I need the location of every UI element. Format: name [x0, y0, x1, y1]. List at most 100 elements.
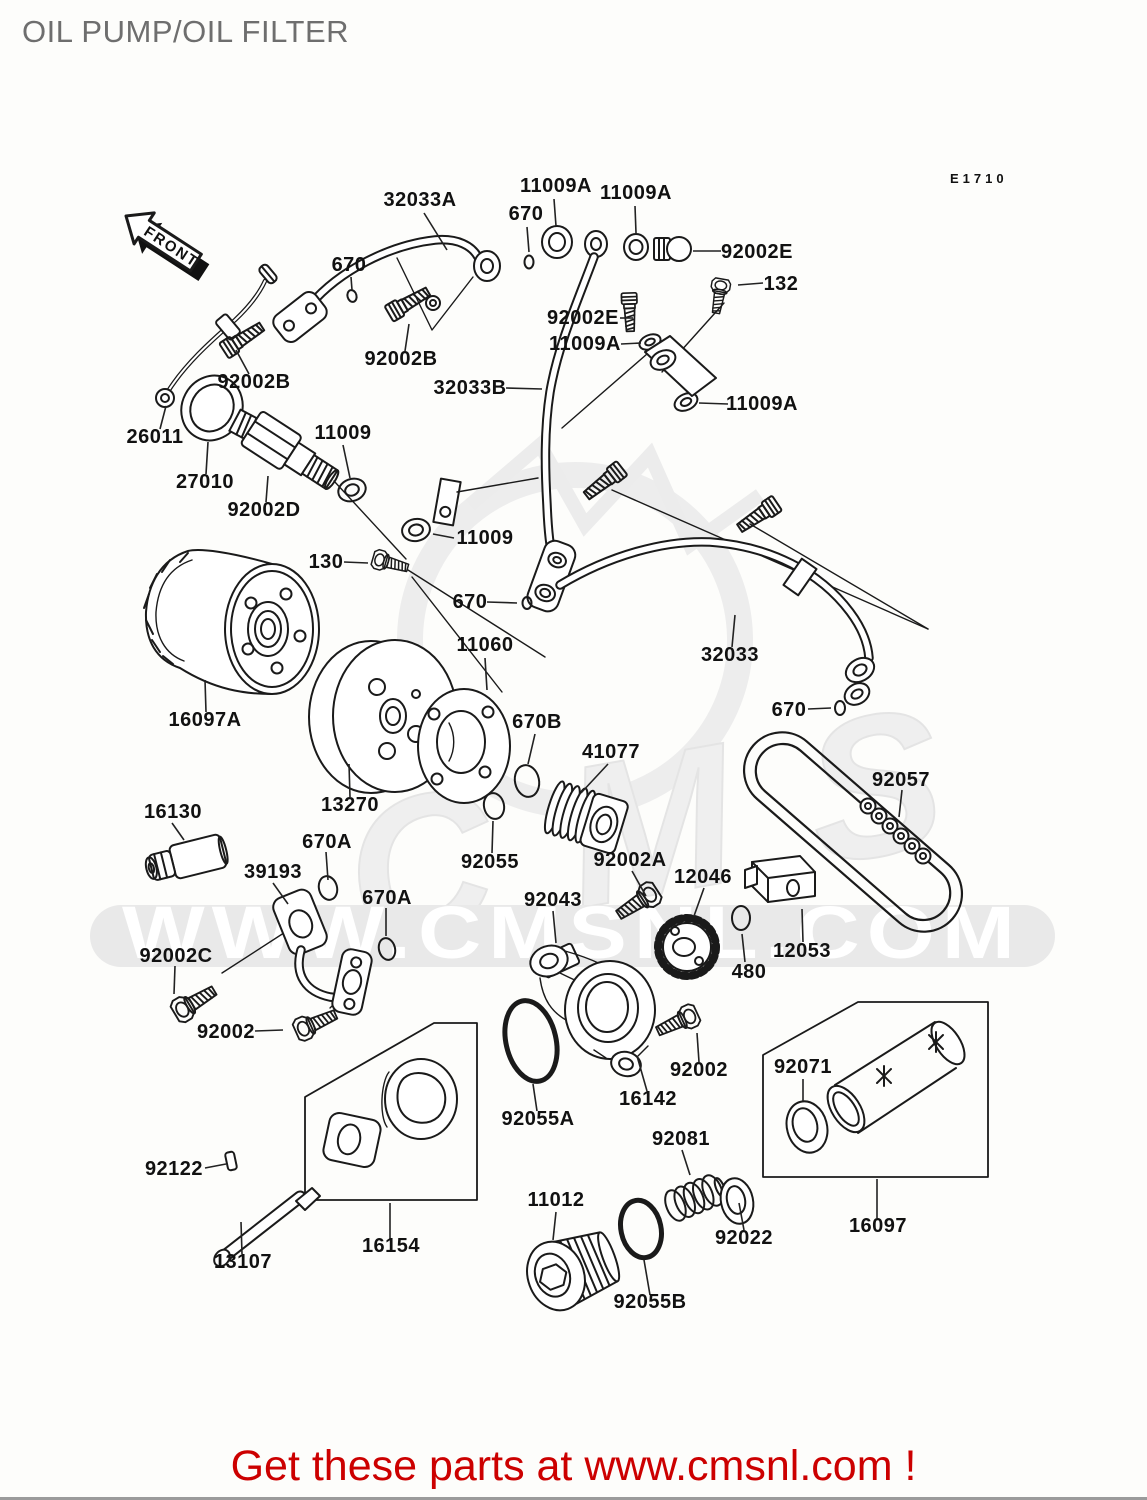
leader-line-11009a [620, 342, 642, 345]
part-label-92022: 92022 [715, 1227, 773, 1249]
part-label-13270: 13270 [321, 794, 379, 816]
part-oring-480 [731, 905, 751, 931]
leader-line-92055a [532, 1083, 538, 1112]
leader-line-92022 [738, 1202, 745, 1231]
leader-line-92002b [404, 323, 410, 352]
leader-line-670b [527, 733, 536, 765]
leader-line-13270 [348, 763, 351, 798]
part-label-92055b: 92055B [613, 1291, 686, 1313]
part-label-16097a: 16097A [168, 709, 241, 731]
part-oil-pipe-32033a [272, 234, 501, 343]
leader-line-41077 [580, 763, 609, 794]
part-label-670a: 670A [302, 831, 352, 853]
leader-line-92002b [235, 349, 250, 375]
part-label-11060: 11060 [456, 634, 513, 656]
part-label-11009a: 11009A [600, 182, 672, 204]
part-oring-670a [317, 875, 339, 901]
part-shaft-13107 [213, 1187, 321, 1268]
front-arrow: FRONT [124, 211, 210, 281]
part-screw-92002e [620, 291, 639, 333]
part-plug-11012 [526, 1231, 621, 1312]
part-label-92055a: 92055A [501, 1108, 574, 1130]
part-label-92057: 92057 [872, 769, 930, 791]
part-label-480: 480 [732, 961, 767, 983]
part-bolt-92002 [652, 1001, 703, 1043]
leader-line-27010 [205, 441, 209, 475]
part-label-12053: 12053 [773, 940, 831, 962]
leader-line-11009a [634, 205, 637, 234]
leader-line-32033a [423, 212, 448, 251]
part-oring-92055 [482, 792, 506, 820]
part-label-11009: 11009 [314, 422, 371, 444]
part-label-11009: 11009 [456, 527, 513, 549]
part-label-12046: 12046 [674, 866, 732, 888]
part-oil-filter-16097a [143, 549, 320, 695]
leader-line-670a [325, 851, 329, 881]
part-adapter-92002d [240, 411, 340, 491]
part-block-12053 [744, 855, 816, 903]
part-label-92122: 92122 [145, 1158, 203, 1180]
leader-line-92122 [204, 1163, 227, 1169]
part-label-32033: 32033 [701, 644, 759, 666]
part-label-16154: 16154 [362, 1235, 420, 1257]
leader-line-92002c [173, 965, 176, 995]
part-label-92002b: 92002B [364, 348, 437, 370]
part-label-92002: 92002 [197, 1021, 255, 1043]
part-washer-11009a [541, 225, 699, 412]
part-label-92002d: 92002D [227, 499, 300, 521]
part-oring-670b [513, 764, 541, 798]
part-oring-92055a [502, 998, 560, 1084]
part-label-11009a: 11009A [520, 175, 592, 197]
part-pickup-pipe-39193 [272, 888, 373, 1016]
leader-line-92081 [681, 1149, 691, 1176]
leader-line-480 [741, 933, 746, 963]
leader-line-11009 [432, 533, 455, 539]
part-sensor-wire-26011 [155, 263, 278, 408]
part-label-92081: 92081 [652, 1128, 710, 1150]
part-oring-670 [521, 596, 533, 610]
leader-line-13107 [240, 1221, 243, 1255]
footer-banner: Get these parts at www.cmsnl.com ! [0, 1442, 1147, 1491]
part-label-11009a: 11009A [726, 393, 798, 415]
part-label-670: 670 [332, 254, 367, 276]
part-label-11009a: 11009A [549, 333, 621, 355]
part-label-11012: 11012 [527, 1189, 584, 1211]
part-label-92002: 92002 [670, 1059, 728, 1081]
part-bolt-92002 [290, 1002, 342, 1044]
part-oring-92055b [618, 1197, 664, 1261]
part-label-92002b: 92002B [217, 371, 290, 393]
part-rotor-set-16154 [304, 1022, 478, 1201]
leader-line-92002d [265, 475, 269, 503]
leader-line-132 [737, 282, 764, 286]
leader-line-11012 [552, 1211, 557, 1241]
diagram-code: E1710 [950, 171, 1008, 186]
part-label-92071: 92071 [774, 1056, 832, 1078]
part-label-670: 670 [453, 591, 488, 613]
leader-line-92043 [552, 910, 557, 944]
part-pump-body-16142 [529, 944, 656, 1078]
part-washer-92022 [719, 1177, 755, 1225]
part-label-39193: 39193 [244, 861, 302, 883]
leader-line-32033 [731, 614, 736, 648]
part-valve-16130 [144, 833, 229, 881]
part-strainer-16097 [762, 1001, 989, 1178]
part-label-670a: 670A [362, 887, 412, 909]
part-label-41077: 41077 [582, 741, 640, 763]
part-chain-92057 [742, 731, 964, 933]
part-label-32033b: 32033B [433, 377, 506, 399]
part-washer-11009 [399, 515, 433, 545]
part-bolt-92002c [167, 978, 222, 1026]
leader-line-670 [526, 226, 530, 253]
leader-line-670 [350, 276, 353, 291]
leader-line-92002a [631, 870, 647, 897]
part-label-130: 130 [309, 551, 344, 573]
leader-line-92002 [254, 1029, 284, 1032]
part-plate-11060 [417, 688, 511, 804]
part-filter-mount-41077 [543, 780, 629, 855]
bottom-edge-divider [0, 1497, 1147, 1500]
leader-line-670 [807, 707, 832, 710]
leader-line-32033b [505, 387, 543, 390]
leader-line-11009a [553, 198, 557, 227]
part-label-92002e: 92002E [721, 241, 793, 263]
